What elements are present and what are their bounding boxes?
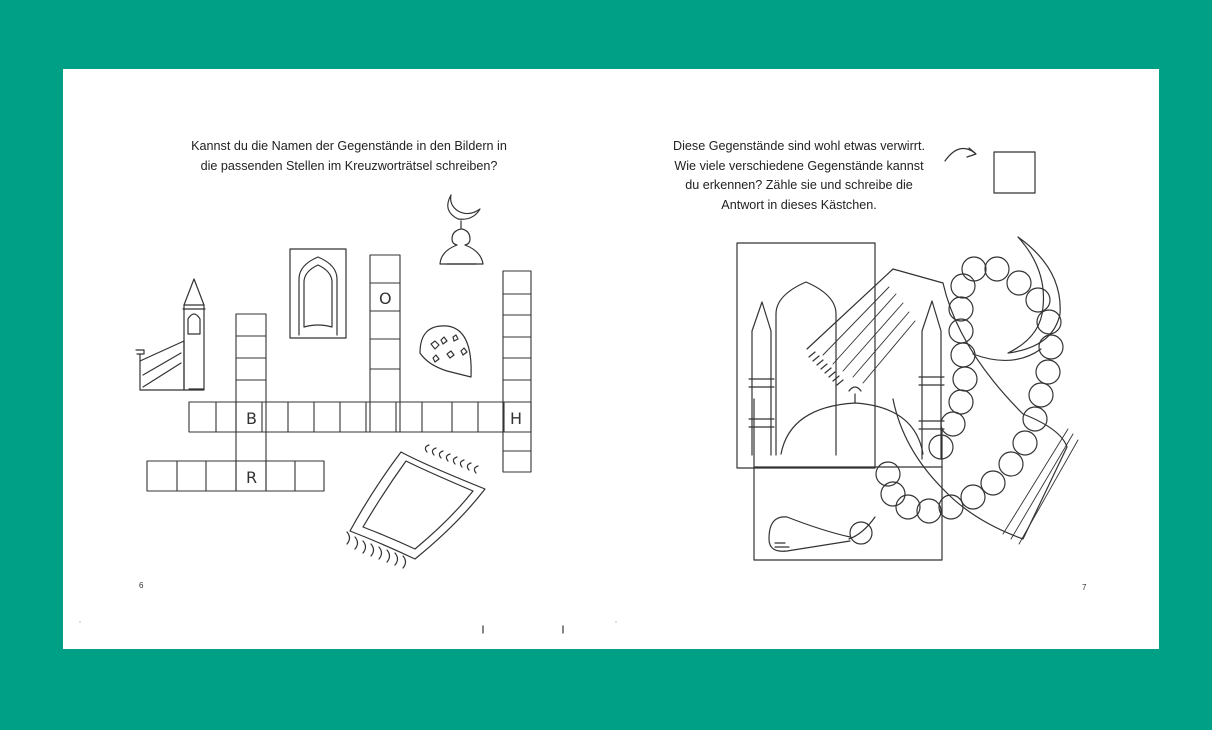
crescent-moon: [1007, 236, 1061, 354]
rug-fringe-top: [808, 351, 844, 386]
crossword-letter-r: R: [246, 468, 257, 487]
crossword-letter-h: H: [510, 409, 522, 428]
right-instruction: Diese Gegenstände sind wohl etwas verwir…: [663, 137, 935, 215]
crossword-letter-o: O: [379, 289, 392, 308]
prayer-rug-icon: [346, 444, 486, 569]
prayer-cap-icon: [419, 325, 472, 378]
right-instruction-line-2: Wie viele verschiedene Gegenstände kanns…: [674, 158, 924, 173]
left-instruction-line-2: die passenden Stellen im Kreuzworträtsel…: [200, 158, 498, 173]
page-number-left: 6: [139, 581, 144, 590]
page-number-right: 7: [1082, 583, 1087, 592]
crossword-letter-b: B: [246, 409, 257, 428]
rug-frame: [753, 466, 943, 561]
crescent-finial-icon: [439, 194, 484, 265]
minaret-left: [751, 301, 772, 456]
confused-objects-illustration: [736, 236, 1079, 561]
right-instruction-line-3: du erkennen? Zähle sie und schreibe die: [685, 178, 913, 192]
rug-fringe-bottom: [1002, 428, 1079, 545]
illustrations: B O H R: [79, 147, 1079, 634]
left-instruction-line-1: Kannst du die Namen der Gegenstände in d…: [191, 139, 507, 153]
minaret-right: [921, 300, 942, 460]
left-instruction: Kannst du die Namen der Gegenstände in d…: [163, 137, 535, 176]
mihrab-icon: [289, 248, 347, 339]
arrow-head: [966, 147, 977, 158]
right-instruction-line-4: Antwort in dieses Kästchen.: [721, 197, 877, 212]
mihrab-frame: [736, 242, 876, 469]
book-spread: Kannst du die Namen der Gegenstände in d…: [63, 69, 1159, 649]
binding-marks: [482, 625, 564, 634]
right-instruction-line-1: Diese Gegenstände sind wohl etwas verwir…: [673, 139, 925, 153]
prayer-beads: [768, 256, 1064, 552]
curved-arrow-icon: [944, 147, 976, 162]
answer-box[interactable]: [993, 151, 1036, 194]
minbar-icon: [135, 278, 206, 391]
mihrab-arch: [775, 281, 837, 456]
crossword-grid: [146, 254, 532, 492]
